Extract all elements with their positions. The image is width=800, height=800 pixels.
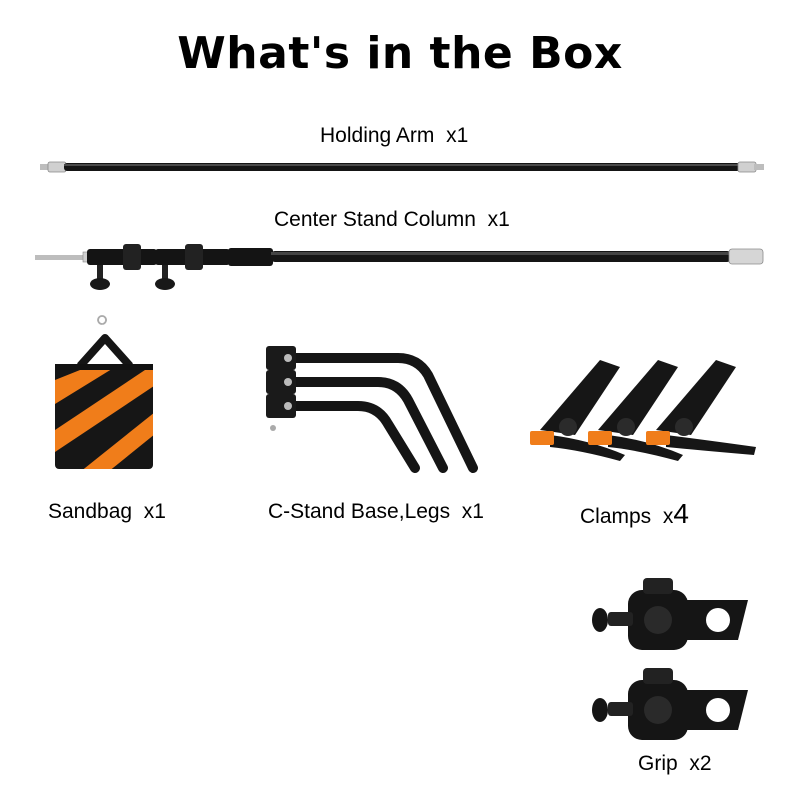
grip-heads-icon [592, 578, 748, 740]
clamps-count: 4 [673, 498, 689, 529]
center-stand-column-icon [35, 244, 764, 290]
clamps-icon [530, 360, 756, 461]
center-stand-column-label: Center Stand Column x1 [274, 208, 510, 231]
sandbag-label: Sandbag x1 [48, 500, 166, 523]
c-stand-legs-icon [266, 346, 478, 473]
clamps-label: Clamps x4 [580, 498, 689, 529]
c-stand-legs-label: C-Stand Base,Legs x1 [268, 500, 484, 523]
grip-label: Grip x2 [638, 752, 712, 775]
page-title: What's in the Box [177, 28, 623, 79]
holding-arm-label: Holding Arm x1 [320, 124, 469, 147]
holding-arm-icon [40, 161, 764, 173]
sandbag-icon [55, 315, 153, 469]
